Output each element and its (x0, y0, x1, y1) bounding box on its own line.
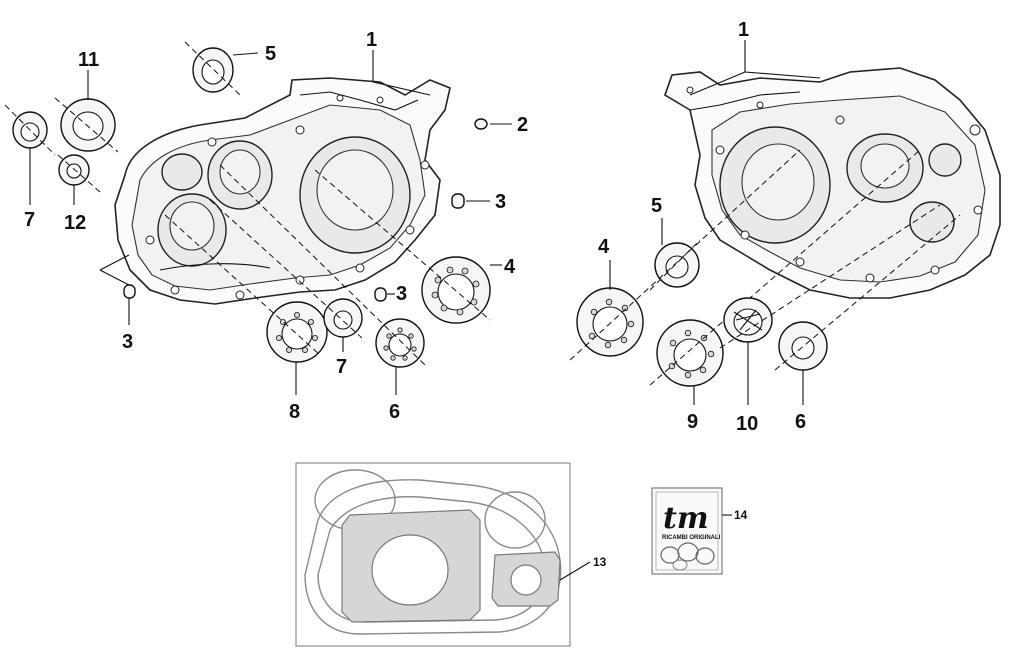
right-small-bore (928, 143, 962, 177)
bolt-hole (295, 275, 305, 285)
bolt-hole (930, 265, 940, 275)
seal-ring (672, 559, 688, 571)
left-small-bore (161, 153, 203, 191)
bolt-hole (835, 115, 845, 125)
callout-left-6: 6 (389, 401, 400, 423)
callout-right-10: 10 (736, 413, 758, 435)
bolt-hole (145, 235, 155, 245)
gasket-outline (510, 564, 542, 596)
callout-right-4: 4 (598, 236, 610, 258)
bolt-hole (740, 230, 750, 240)
left-part-5-oil-seal (184, 41, 241, 96)
callout-left-7b: 7 (336, 356, 347, 378)
left-shaft-bore-upper-inner (219, 149, 261, 195)
right-part-4-bearing (569, 149, 801, 361)
leader-13 (559, 561, 591, 581)
right-case-flange-line (689, 91, 801, 111)
bolt-hole (355, 263, 365, 273)
bolt-hole (686, 86, 694, 94)
left-part-7-seal-upper (4, 104, 56, 156)
bolt-hole (756, 101, 764, 109)
gasket-set-panel (295, 462, 591, 647)
callout-left-11: 11 (78, 49, 99, 71)
callout-right-5: 5 (651, 195, 662, 217)
left-part-3-dowel-mid (374, 287, 387, 302)
callout-right-9: 9 (687, 411, 698, 433)
callout-right-6: 6 (795, 411, 806, 433)
right-shaft-bore-upper-inner (860, 143, 910, 189)
left-part-2-pin (474, 118, 488, 130)
seal-kit-bag: tm RICAMBI ORIGINALI (651, 487, 732, 575)
right-part-6-bearing (774, 214, 961, 371)
bolt-hole (376, 96, 384, 104)
bolt-hole (715, 145, 725, 155)
callout-kit-14: 14 (734, 508, 748, 522)
callout-left-2: 2 (517, 114, 528, 136)
left-part-7-seal-lower (209, 199, 363, 339)
gasket-outline (484, 491, 546, 549)
bolt-hole (420, 160, 430, 170)
callout-left-3b: 3 (396, 283, 407, 305)
callout-gasket-13: 13 (593, 555, 607, 569)
right-part-9-bearing (649, 149, 921, 387)
bolt-hole (336, 94, 344, 102)
left-part-12-bearing (57, 154, 101, 193)
right-leader-lines (609, 40, 821, 405)
left-part-8-bearing (164, 214, 328, 363)
left-shaft-bore-lower-inner (169, 201, 215, 251)
callout-left-1: 1 (366, 29, 377, 51)
bolt-hole (969, 124, 981, 136)
seal-kit-bag-inner (655, 491, 719, 571)
tm-logo: tm (663, 501, 709, 536)
left-part-6-bearing (219, 164, 426, 368)
left-main-bore-inner (316, 149, 394, 231)
callout-left-12: 12 (64, 212, 86, 234)
gasket-outline (371, 534, 449, 606)
right-part-5-oil-seal (649, 239, 701, 291)
bolt-hole (295, 125, 305, 135)
callout-left-7a: 7 (24, 209, 35, 231)
kit-caption: RICAMBI ORIGINALI (662, 535, 721, 541)
bolt-hole (170, 285, 180, 295)
bolt-hole (795, 257, 805, 267)
bolt-hole (235, 290, 245, 300)
right-crankcase-assembly (664, 67, 1001, 299)
left-part-4-bearing (314, 169, 491, 324)
seal-ring (677, 542, 699, 562)
right-part-10-needle-bearing (719, 204, 941, 349)
left-part-11-bearing (54, 97, 119, 153)
callout-left-3c: 3 (122, 331, 133, 353)
right-shaft-bore-lower (909, 201, 955, 243)
bolt-hole (973, 205, 983, 215)
seal-ring (695, 547, 715, 565)
left-part-3-dowel-upper (451, 193, 465, 209)
bolt-hole (207, 137, 217, 147)
callout-left-5: 5 (265, 43, 276, 65)
kit-bag-frame (651, 487, 723, 575)
left-part-3-dowel-lower (123, 284, 136, 299)
callout-left-8: 8 (289, 401, 300, 423)
right-main-bore-inner (741, 143, 815, 221)
bolt-hole (405, 225, 415, 235)
callout-right-1: 1 (738, 19, 749, 41)
left-crankcase-assembly (114, 77, 451, 305)
bolt-hole (865, 273, 875, 283)
callout-left-4: 4 (504, 256, 516, 278)
left-case-flange-line (299, 91, 419, 111)
callout-left-3a: 3 (495, 191, 506, 213)
left-leader-lines (29, 50, 512, 395)
